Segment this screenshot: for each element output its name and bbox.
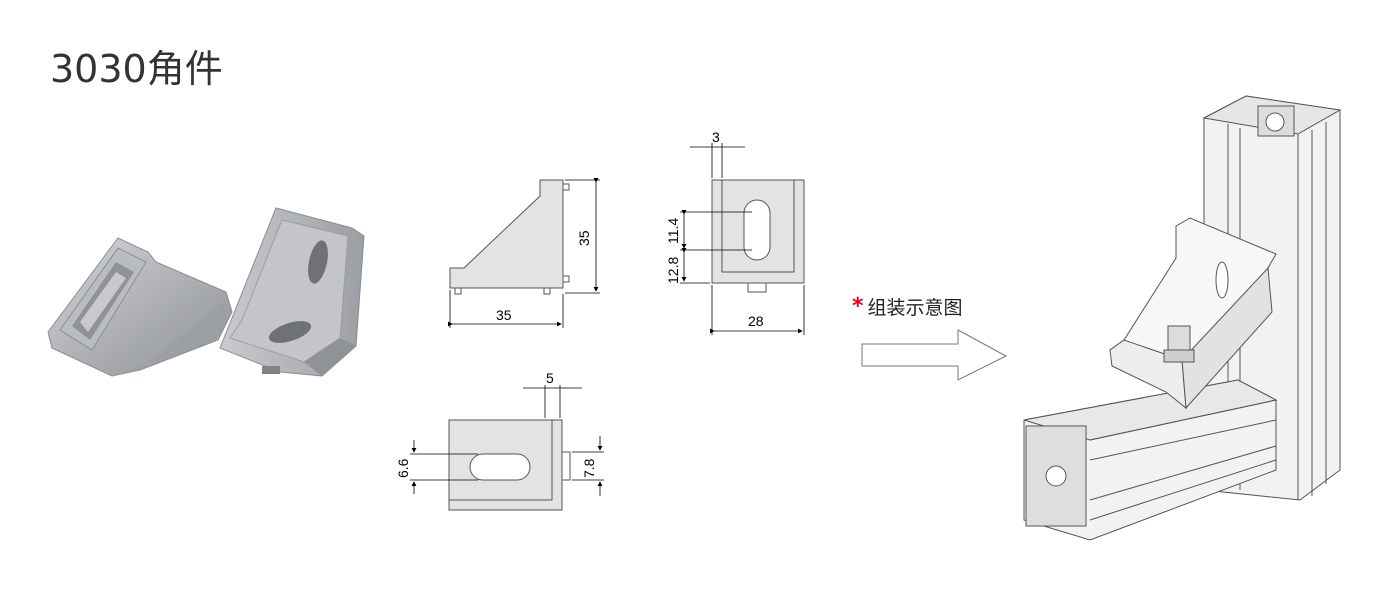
- assembly-note: * 组装示意图: [852, 293, 963, 320]
- dim-top-top: 5: [546, 370, 554, 386]
- assembly-label: 组装示意图: [867, 297, 963, 319]
- dim-front-top: 3: [712, 129, 720, 145]
- top-view-drawing: [410, 385, 604, 511]
- dim-side-height: 35: [576, 230, 592, 246]
- dim-front-width: 28: [748, 313, 764, 329]
- dim-side-width: 35: [496, 307, 512, 323]
- side-view-drawing: [448, 178, 600, 328]
- front-view-drawing: [680, 143, 805, 335]
- right-arrow-icon: [861, 329, 1008, 381]
- asterisk-icon: *: [852, 293, 864, 319]
- page-title: 3030角件: [50, 47, 223, 91]
- bracket-photo: [47, 207, 365, 377]
- dim-top-slot: 6.6: [395, 458, 411, 478]
- assembly-illustration: [1023, 95, 1342, 541]
- dim-top-tab: 7.8: [581, 458, 597, 478]
- dim-front-slot: 11.4: [665, 218, 681, 244]
- dim-front-bottom: 12.8: [665, 257, 681, 284]
